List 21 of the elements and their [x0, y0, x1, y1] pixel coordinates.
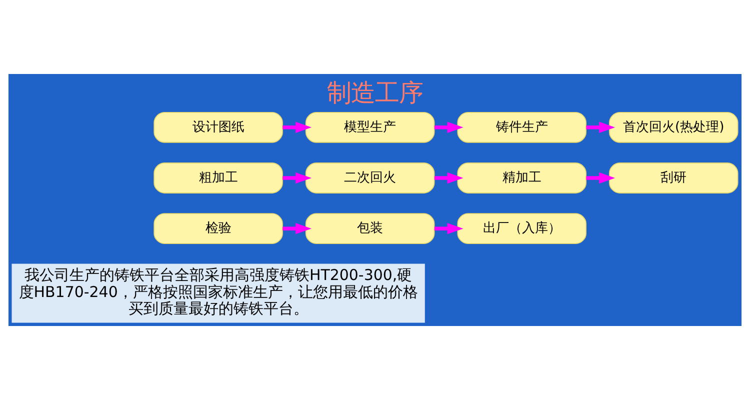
node-box: 出厂（入库）: [457, 213, 586, 244]
node-box: 首次回火(热处理): [608, 112, 738, 143]
arrow: [434, 172, 464, 184]
node-box: 铸件生产: [457, 112, 586, 143]
arrow: [434, 222, 464, 234]
node-box: 包装: [305, 213, 435, 244]
node-box: 粗加工: [154, 162, 283, 194]
label: 我公司生产的铸铁平台全部采用高强度铸铁HT200-300,硬度HB170-240，严格按照国家标准生产，让您用最低的价格买到质量最好的铸铁平台。: [18, 266, 418, 318]
arrow: [586, 122, 616, 133]
arrow: [282, 122, 312, 133]
node-box: 刮研: [608, 162, 738, 194]
arrow: [282, 222, 312, 234]
node-box: 检验: [154, 213, 283, 244]
node-box: 设计图纸: [154, 112, 283, 143]
diagram-title: 制造工序: [327, 78, 423, 107]
node-box: 精加工: [457, 162, 586, 194]
arrow: [586, 172, 616, 184]
arrow: [434, 122, 464, 133]
node-box: 二次回火: [305, 162, 435, 194]
arrow: [282, 172, 312, 184]
node-box: 模型生产: [305, 112, 435, 143]
